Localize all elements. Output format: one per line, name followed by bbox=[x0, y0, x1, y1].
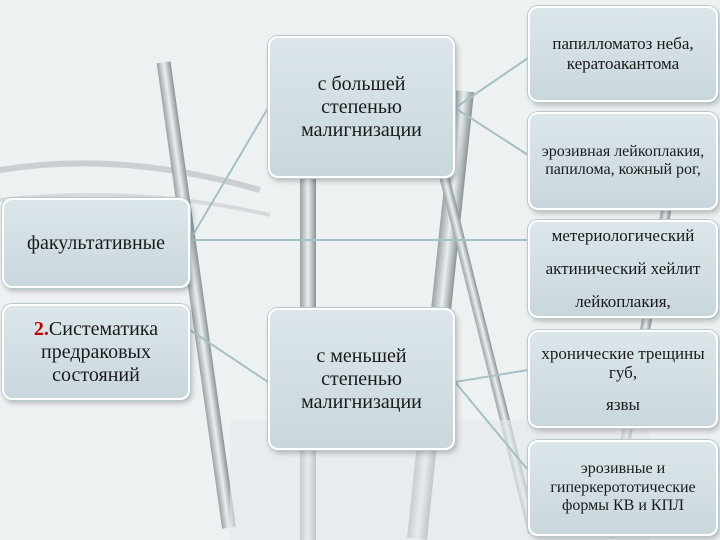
root-node-number: 2. bbox=[33, 317, 49, 340]
leaf-erosive-leukoplakia-label: эрозивная лейкоплакия, папилома, кожный … bbox=[541, 142, 705, 178]
leaf-chronic-fissures-line2: язвы bbox=[606, 394, 640, 414]
facultative-label: факультативные bbox=[27, 231, 165, 254]
leaf-erosive-leukoplakia: эрозивная лейкоплакия, папилома, кожный … bbox=[528, 112, 718, 210]
facultative-node: факультативные bbox=[2, 198, 190, 288]
leaf-papillomatosis: папилломатоз неба, кератоакантома bbox=[528, 6, 718, 102]
leaf-cheilitis-line2: актинический хейлит bbox=[545, 259, 701, 279]
lower-malignancy-node: с меньшей степенью малигнизации bbox=[268, 308, 455, 450]
leaf-cheilitis-line1: метериологический bbox=[551, 226, 695, 245]
root-node: 2.Систематика предраковых состояний bbox=[2, 304, 190, 400]
leaf-erosive-forms-label: эрозивные и гиперкерототические формы КВ… bbox=[550, 460, 696, 515]
leaf-chronic-fissures: хронические трещины губ, язвы bbox=[528, 330, 718, 428]
leaf-cheilitis: метериологический актинический хейлит ле… bbox=[528, 220, 718, 318]
higher-malignancy-node: с большей степенью малигнизации bbox=[268, 36, 455, 178]
leaf-papillomatosis-label: папилломатоз неба, кератоакантома bbox=[552, 34, 694, 73]
lower-malignancy-label: с меньшей степенью малигнизации bbox=[301, 344, 422, 413]
leaf-erosive-forms: эрозивные и гиперкерототические формы КВ… bbox=[528, 440, 718, 536]
leaf-cheilitis-line3: лейкоплакия, bbox=[575, 292, 671, 312]
higher-malignancy-label: с большей степенью малигнизации bbox=[301, 72, 422, 141]
root-node-text: Систематика предраковых состояний bbox=[41, 317, 159, 386]
root-node-label: 2.Систематика предраковых состояний bbox=[8, 318, 184, 387]
leaf-chronic-fissures-line1: хронические трещины губ, bbox=[541, 343, 705, 383]
